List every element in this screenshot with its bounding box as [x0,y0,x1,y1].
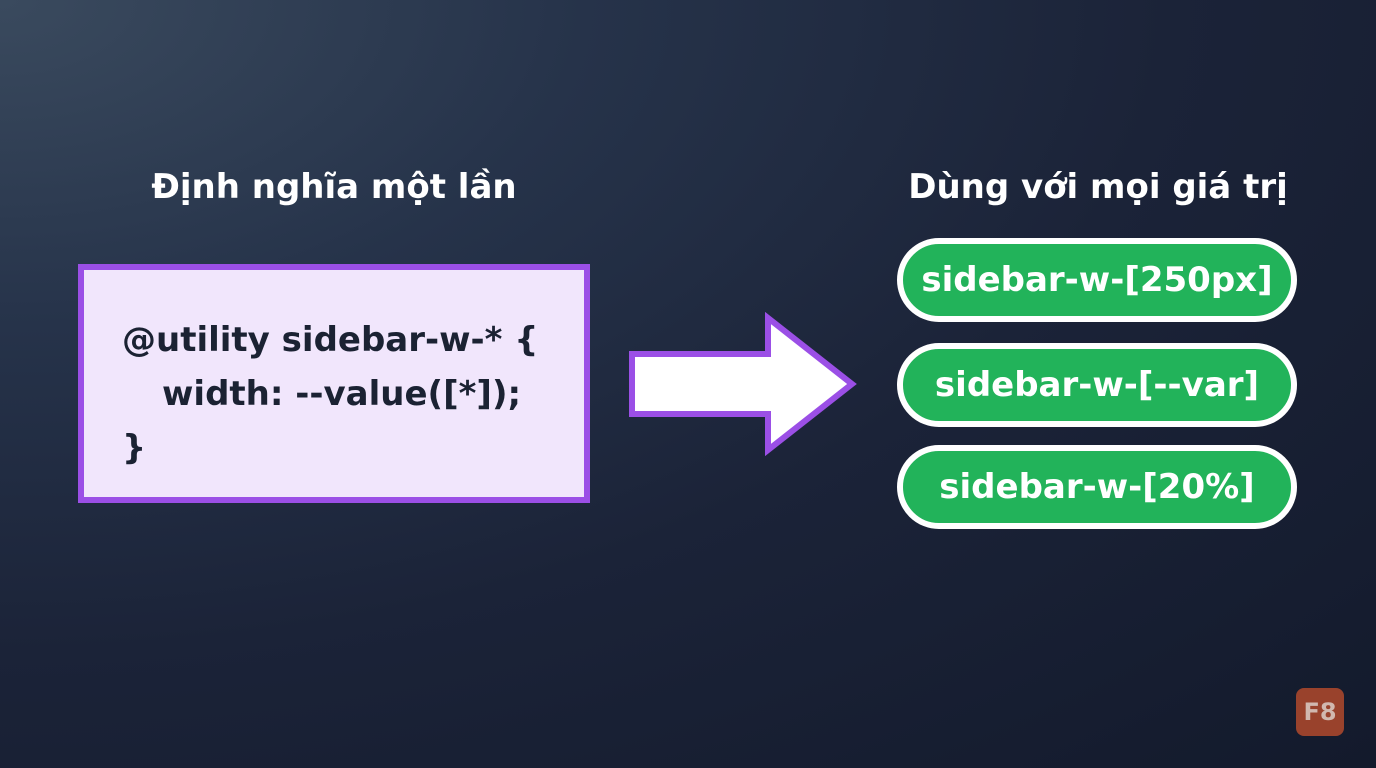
code-line: } [122,428,147,468]
arrow-right-icon [629,312,857,456]
definition-heading: Định nghĩa một lần [151,167,517,207]
example-pill-var: sidebar-w-[--var] [897,343,1297,427]
example-pill-percent: sidebar-w-[20%] [897,445,1297,529]
example-pill-250px: sidebar-w-[250px] [897,238,1297,322]
code-line: width: --value([*]); [162,374,522,414]
code-line: @utility sidebar-w-* { [122,320,539,360]
f8-logo: F8 [1296,688,1344,736]
code-block: @utility sidebar-w-* { width: --value([*… [78,264,590,503]
usage-heading: Dùng với mọi giá trị [908,167,1288,207]
